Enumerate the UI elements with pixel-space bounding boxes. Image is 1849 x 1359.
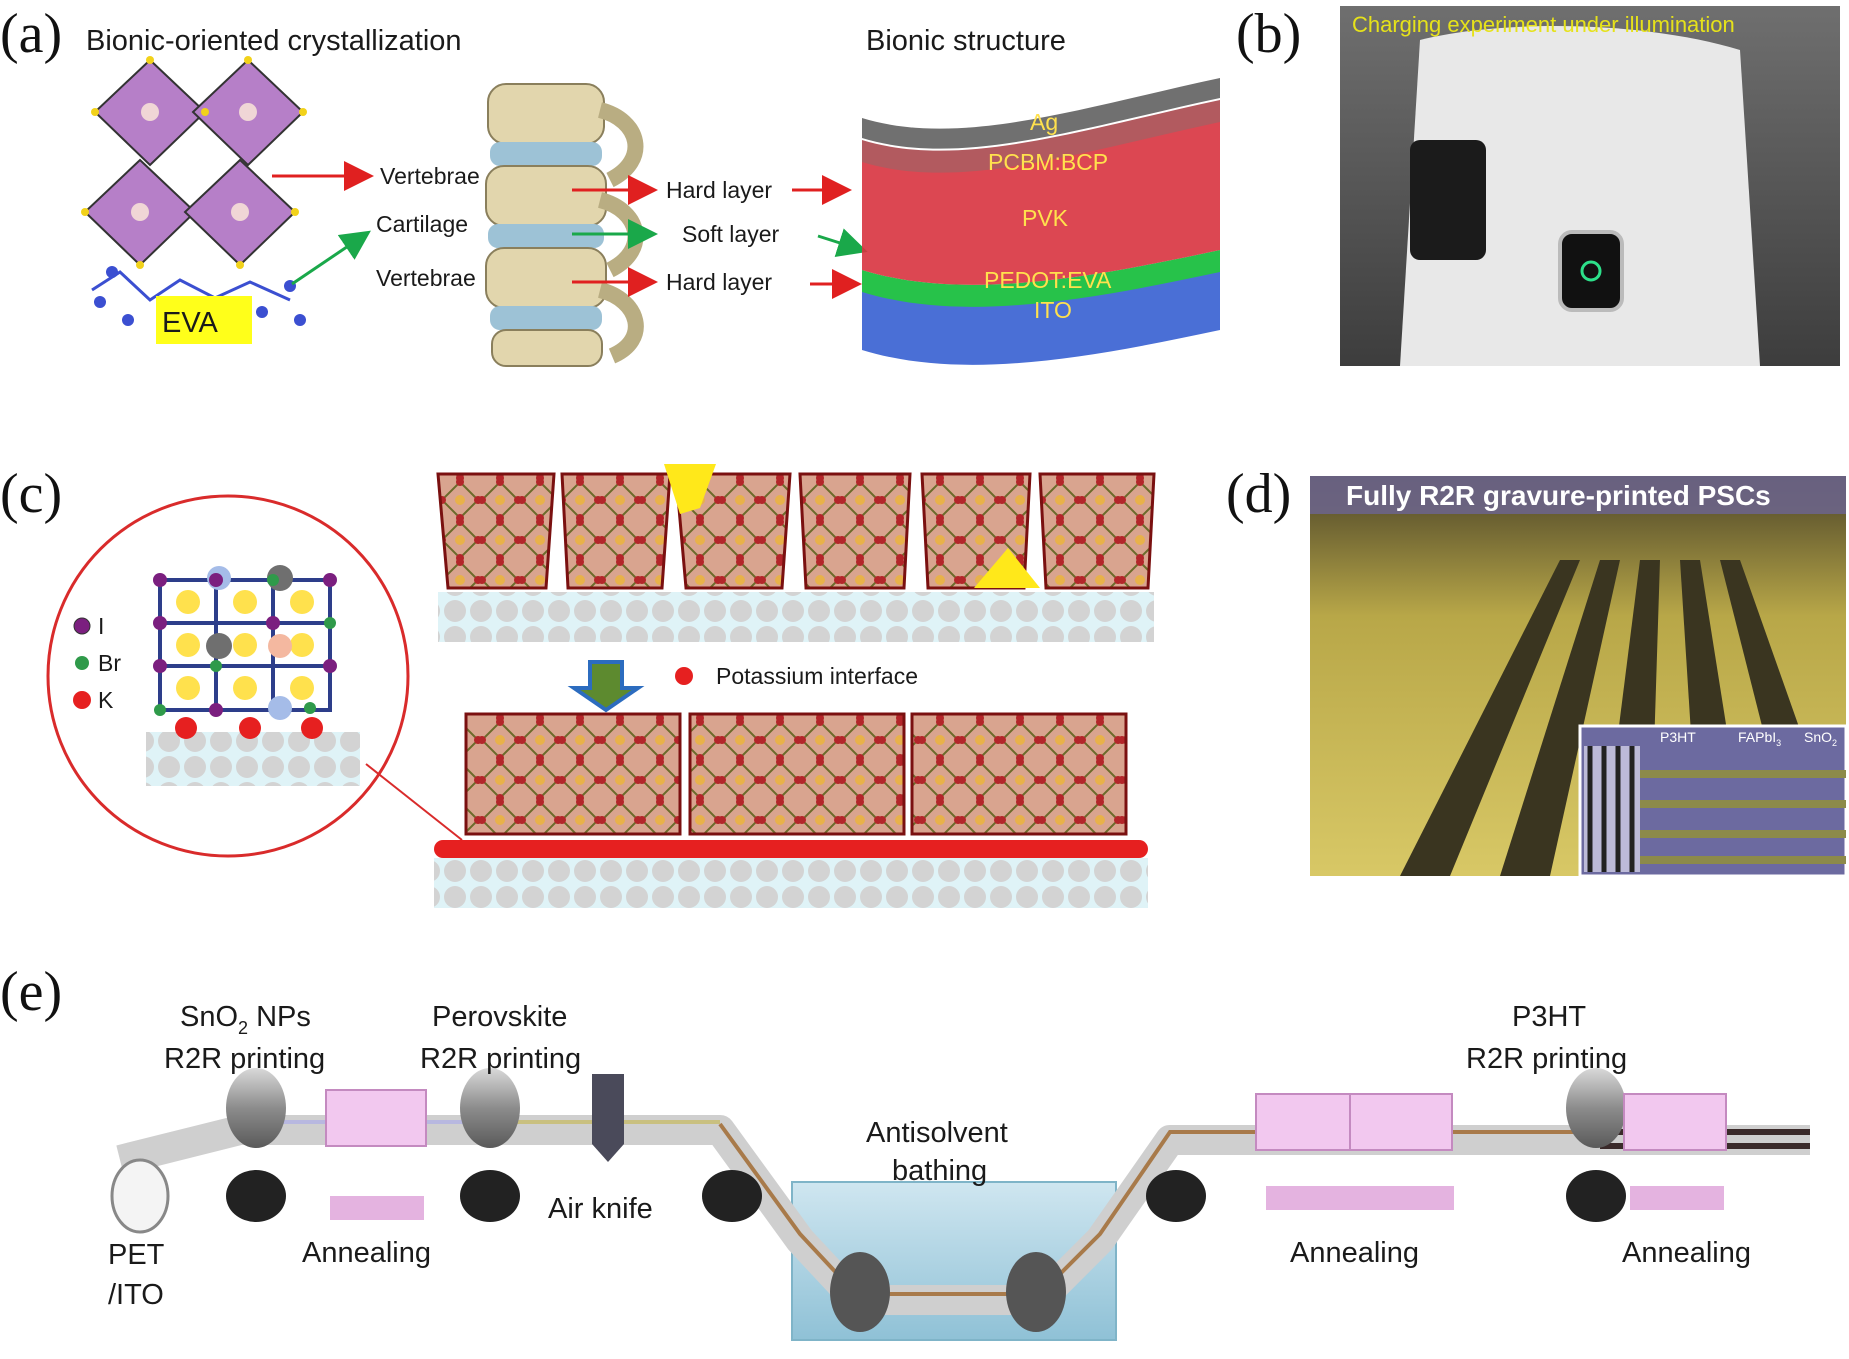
- p3ht-label-line1: P3HT: [1512, 1001, 1586, 1033]
- zoom-circle: [46, 494, 410, 858]
- legend-br-label: Br: [98, 650, 121, 676]
- rollers: [110, 1068, 1626, 1332]
- zoom-substrate: [146, 732, 360, 786]
- layer-ag-label: Ag: [1030, 109, 1058, 135]
- p3ht-label-line2: R2R printing: [1466, 1043, 1627, 1075]
- sno2-label-line1: SnO2 NPs: [180, 1001, 311, 1038]
- panel-d-label: (d): [1226, 463, 1291, 525]
- banner-bg: [1310, 476, 1846, 514]
- panel-a: (a) Bionic-oriented crystallization Bion…: [0, 3, 1220, 367]
- panel-b-label: (b): [1236, 3, 1301, 65]
- soft-layer-label: Soft layer: [682, 221, 779, 247]
- down-arrow: [567, 660, 645, 713]
- panel-a-title-right: Bionic structure: [866, 25, 1066, 57]
- device-stack: [862, 78, 1220, 365]
- arrow-to-pedot: [817, 228, 868, 258]
- top-substrate: [438, 592, 1154, 642]
- antisolvent-label-line2: bathing: [892, 1155, 987, 1187]
- pet-label-line1: PET: [108, 1239, 165, 1271]
- bottom-substrate: [434, 858, 1148, 908]
- octahedra-illustration: EVA: [81, 56, 307, 344]
- inset-sno2-label: SnO2: [1804, 729, 1837, 748]
- panel-d: (d) Fully R2R gravure-printed PSCs P3HT …: [1226, 463, 1848, 878]
- eva-label: EVA: [162, 307, 219, 339]
- zoom-connector: [365, 763, 463, 841]
- sno2-label-line2: R2R printing: [164, 1043, 325, 1075]
- panel-c-label: (c): [0, 463, 62, 525]
- legend-k-label: K: [98, 687, 114, 713]
- layer-pvk-label: PVK: [1022, 205, 1069, 231]
- annealing-label-2: Annealing: [1290, 1237, 1419, 1269]
- panel-a-title-left: Bionic-oriented crystallization: [86, 25, 462, 57]
- air-knife: [592, 1074, 624, 1162]
- panel-b-caption: Charging experiment under illumination: [1352, 12, 1735, 37]
- spine-illustration: [485, 83, 644, 367]
- hard-layer-bottom-label: Hard layer: [666, 269, 772, 295]
- smartwatch: [1558, 230, 1624, 312]
- pet-label-line2: /ITO: [108, 1279, 164, 1311]
- legend-br-dot: [75, 656, 89, 670]
- annealing-label-1: Annealing: [302, 1237, 431, 1269]
- potassium-dot: [675, 667, 693, 685]
- tshirt-shape: [1400, 26, 1760, 367]
- legend-i-label: I: [98, 613, 104, 639]
- inset-p3ht-label: P3HT: [1660, 729, 1696, 745]
- perovskite-label-line1: Perovskite: [432, 1001, 567, 1033]
- solar-armband: [1410, 140, 1486, 260]
- power-icon: [1580, 260, 1602, 282]
- layer-ito-label: ITO: [1034, 297, 1072, 323]
- perovskite-label-line2: R2R printing: [420, 1043, 581, 1075]
- inset-fapbi-label: FAPbI3: [1738, 729, 1781, 748]
- layer-pedot-label: PEDOT:EVA: [984, 267, 1112, 293]
- arrow-cartilage: [291, 230, 371, 286]
- panel-e: (e): [0, 961, 1810, 1341]
- panel-b: (b) Charging experiment under illuminati…: [1236, 3, 1840, 367]
- panel-c: (c) I: [0, 463, 1156, 908]
- cartilage-label: Cartilage: [376, 211, 468, 237]
- inset-stripes: [1584, 746, 1846, 872]
- eva-box: [156, 296, 252, 344]
- top-grains: [436, 464, 1156, 590]
- zoom-lattice: [153, 565, 337, 739]
- legend-k-dot: [73, 691, 91, 709]
- panel-a-label: (a): [0, 3, 62, 65]
- hard-layer-top-label: Hard layer: [666, 177, 772, 203]
- layer-pcbm-label: PCBM:BCP: [988, 149, 1108, 175]
- vertebrae-bottom-label: Vertebrae: [376, 265, 476, 291]
- air-knife-label: Air knife: [548, 1193, 653, 1225]
- panel-e-label: (e): [0, 961, 62, 1023]
- antisolvent-label-line1: Antisolvent: [866, 1117, 1008, 1149]
- panel-d-banner: Fully R2R gravure-printed PSCs: [1346, 480, 1771, 511]
- annealing-boxes: [325, 1089, 1727, 1220]
- vertebrae-top-label: Vertebrae: [380, 163, 480, 189]
- annealing-label-3: Annealing: [1622, 1237, 1751, 1269]
- potassium-interface-label: Potassium interface: [716, 663, 918, 689]
- bottom-grains: [464, 712, 1128, 836]
- potassium-layer: [434, 840, 1148, 858]
- legend-i-dot: [73, 617, 91, 635]
